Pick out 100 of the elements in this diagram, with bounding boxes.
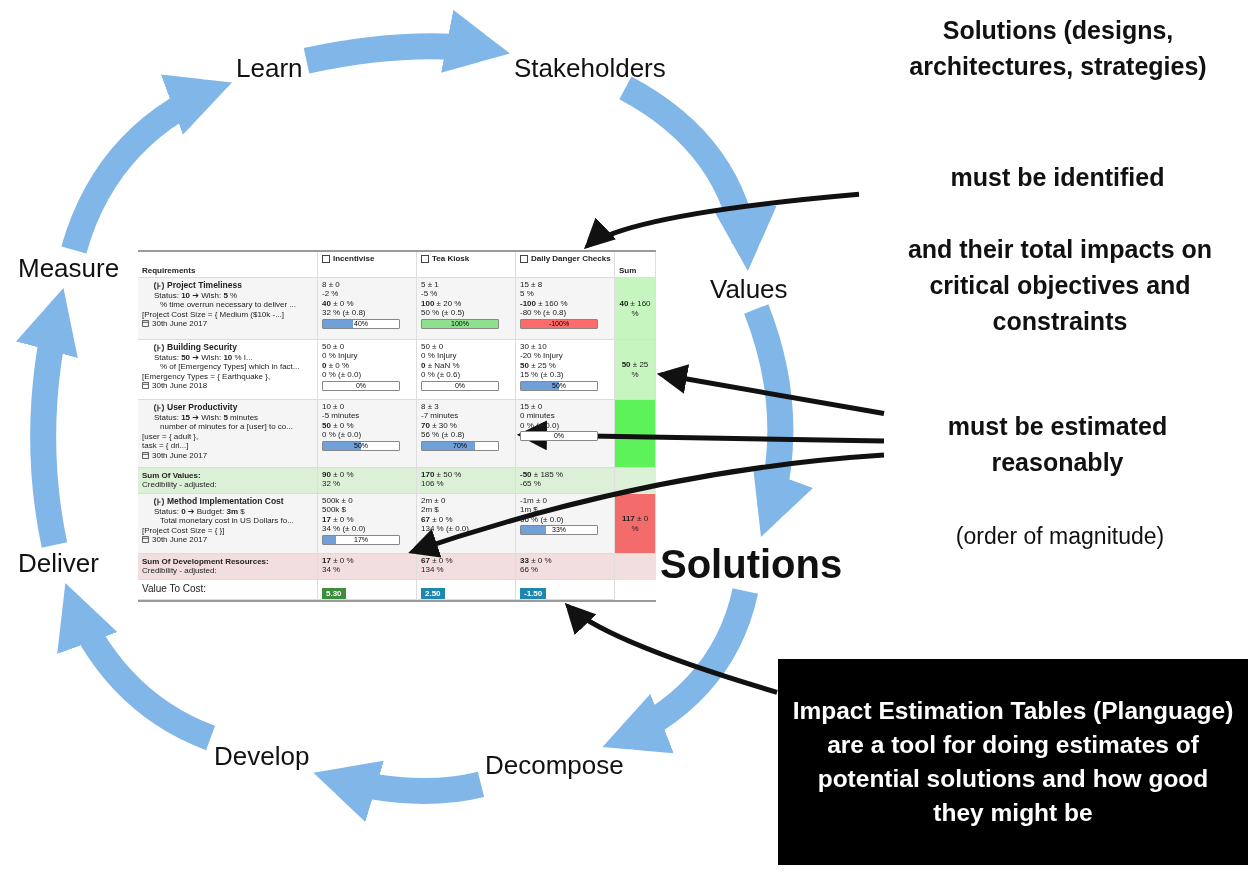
cell-value: 5 ± 1: [421, 280, 440, 290]
cell-value: 170 ± 50 %: [421, 470, 463, 480]
cell-value: 0 % Injury: [322, 351, 359, 361]
cycle-step-label: Stakeholders: [514, 54, 666, 84]
pointer-arrow: [656, 364, 885, 417]
requirement-detail: task = { dri...]: [142, 441, 189, 451]
row-title: Sum Of Values:: [142, 471, 202, 481]
cell-value: -5 %: [421, 289, 439, 299]
cell-value: 500k ± 0: [322, 496, 354, 506]
option-name: Daily Danger Checks: [531, 254, 611, 264]
cell-value: 50 ± 0: [421, 342, 445, 352]
cycle-step-label: Deliver: [18, 549, 99, 579]
requirement-detail: [Project Cost Size = { }]: [142, 525, 225, 536]
column-header: Sum: [619, 266, 638, 276]
cell-value: 34 % (± 0.0): [322, 524, 367, 534]
table-cell: [417, 400, 516, 468]
cell-value: 33 ± 0 %: [520, 556, 553, 566]
cell-value: 90 ± 0 %: [322, 470, 355, 480]
note-text: must be estimated reasonably: [885, 408, 1230, 480]
cycle-step-label: Measure: [18, 254, 120, 284]
requirement-detail: 30th June 2017: [152, 450, 208, 461]
requirement-detail: % time overrun necessary to deliver ...: [160, 300, 297, 310]
cell-value: 0 % (± 0.0): [322, 430, 363, 440]
cell-value: 100 ± 20 %: [421, 298, 463, 309]
cell-value: 66 % (± 0.0): [520, 514, 565, 525]
table-cell: [615, 340, 656, 400]
cell-value: 40 ± 0 %: [322, 298, 355, 309]
requirement-detail: [Project Cost Size = { Medium ($10k -...]: [142, 309, 285, 320]
cell-value: 66 %: [520, 565, 540, 575]
note-text: (order of magnitude): [954, 522, 1166, 551]
cell-value: 17 ± 0 %: [322, 556, 355, 566]
cell-value: 56 % (± 0.8): [421, 430, 466, 440]
requirement-detail: [user = { adult },: [142, 431, 199, 442]
option-name: Tea Kiosk: [432, 254, 470, 264]
cell-value: 34 %: [322, 565, 342, 575]
requirement-detail: % of [Emergency Types] which in fact...: [160, 362, 300, 372]
row-subtitle: Credibility - adjusted:: [142, 566, 218, 576]
cell-value: 5 %: [520, 289, 535, 299]
callout-box: [778, 659, 1248, 865]
ratio-badge: 2.50: [421, 588, 445, 599]
requirement-name: User Productivity: [167, 402, 238, 413]
cell-value: 134 % (± 0.0): [421, 524, 470, 534]
cell-value: -7 minutes: [421, 411, 460, 421]
cell-value: 134 %: [421, 565, 445, 575]
cycle-step-label: Solutions: [660, 541, 843, 587]
cell-value: 50 ± 0 %: [322, 420, 355, 431]
cell-value: -65 %: [520, 479, 542, 489]
requirement-name: Method Implementation Cost: [167, 496, 284, 507]
note-text: and their total impacts on critical objectives and constraints: [906, 234, 1214, 337]
cell-value: -5 minutes: [322, 411, 361, 421]
requirement-detail: Status: 50 ➔ Wish: 10 % I...: [154, 353, 253, 363]
cell-value: 40 ± 160 %: [619, 299, 651, 318]
cell-value: 0 ± 0 %: [322, 360, 351, 371]
pointer-arrow: [407, 452, 885, 558]
row-subtitle: Credibility - adjusted:: [142, 480, 218, 490]
cell-value: -20 % Injury: [520, 351, 564, 361]
cycle-step-label: Develop: [214, 742, 310, 772]
ratio-badge: -1.50: [520, 588, 547, 599]
cell-value: -50 ± 185 %: [520, 470, 565, 480]
table-cell: [318, 554, 417, 580]
impact-table: [138, 250, 656, 602]
cell-value: 67 ± 0 %: [421, 556, 454, 566]
cycle-step-label: Decompose: [485, 751, 624, 781]
note-text: must be identified: [860, 159, 1253, 195]
cell-value: 32 % (± 0.8): [322, 308, 367, 318]
cell-value: -100 ± 160 %: [520, 298, 569, 309]
cell-value: 30 ± 10: [520, 342, 548, 352]
requirement-name: Building Security: [167, 342, 237, 353]
column-header: Requirements: [142, 266, 197, 276]
cell-value: 2m ± 0: [421, 496, 447, 506]
cell-value: 50 ± 0: [322, 342, 346, 352]
cell-value: -80 % (± 0.8): [520, 308, 568, 318]
requirement-detail: Status: 15 ➔ Wish: 5 minutes: [154, 413, 259, 423]
cell-value: 0 ± NaN %: [421, 360, 461, 371]
row-title: Value To Cost:: [142, 584, 208, 594]
cell-value: 2m $: [421, 505, 440, 515]
cell-value: 8 ± 3: [421, 402, 440, 412]
callout-text: Impact Estimation Tables (Planguage) are a tool for doing estimates of potential solutions and how good they might be: [792, 696, 1234, 828]
note-text: Solutions (designs, architectures, strategies): [908, 15, 1208, 82]
pointer-arrow: [582, 191, 860, 251]
cell-value: 15 ± 0: [520, 402, 544, 412]
cell-value: 0 % (± 0.6): [421, 370, 462, 380]
requirement-detail: 30th June 2017: [152, 319, 208, 329]
requirement-name: Project Timeliness: [167, 280, 242, 291]
ratio-badge: 5.30: [322, 588, 346, 599]
requirement-detail: Status: 10 ➔ Wish: 5 %: [154, 291, 238, 301]
cell-value: 10 ± 0: [322, 402, 346, 412]
cell-value: 17 ± 0 %: [322, 514, 355, 525]
cell-value: 50 ± 25 %: [620, 360, 650, 379]
cell-value: 32 %: [322, 479, 342, 489]
requirement-detail: Status: 0 ➔ Budget: 3m $: [154, 507, 245, 517]
cell-value: -1m ± 0: [520, 496, 549, 506]
cycle-step-label: Learn: [236, 54, 303, 84]
cell-value: 0 % Injury: [421, 351, 458, 361]
cell-value: 106 %: [421, 479, 445, 489]
cell-value: 50 % (± 0.5): [421, 308, 466, 318]
requirement-detail: number of minutes for a [user] to co...: [160, 422, 293, 432]
cell-value: -2 %: [322, 289, 340, 299]
pointer-arrow: [563, 601, 778, 695]
cell-value: 8 ± 0: [322, 280, 341, 290]
